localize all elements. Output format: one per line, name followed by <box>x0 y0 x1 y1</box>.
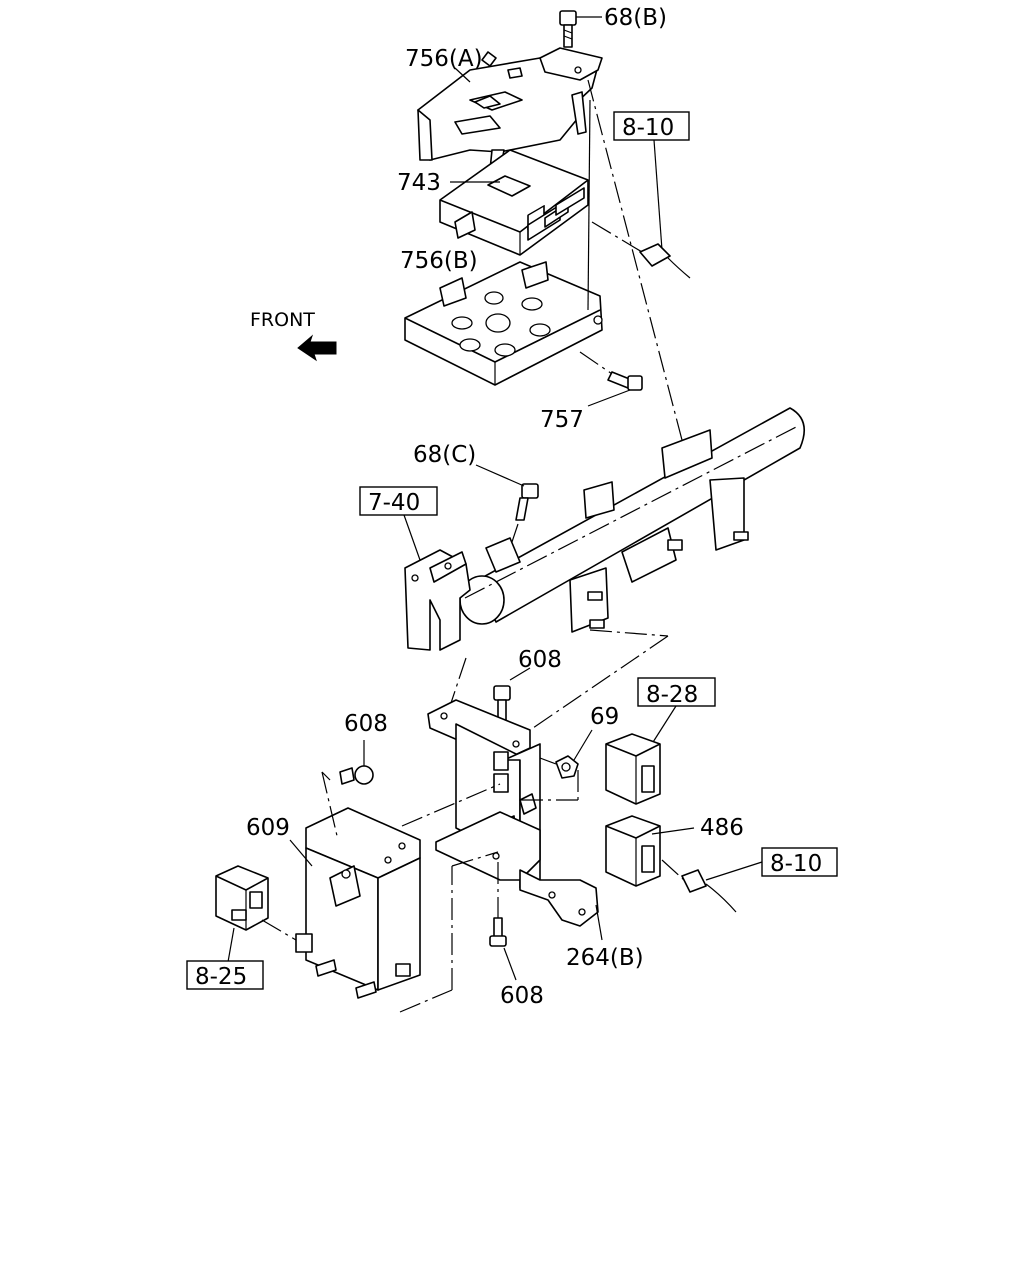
bracket-609 <box>289 771 501 1013</box>
callout-756a: 756(A) <box>405 46 483 72</box>
ref-8-10-right <box>661 847 838 913</box>
ref-8-10-top <box>591 111 691 279</box>
callout-757: 757 <box>540 407 584 433</box>
bolt-608-upper <box>493 667 531 723</box>
front-arrow <box>297 334 337 362</box>
callout-7-40: 7-40 <box>368 490 420 516</box>
alignment-line <box>587 79 683 441</box>
bolt-68c <box>475 464 539 573</box>
bolt-608-lower <box>489 862 517 981</box>
bracket-7-40 <box>359 486 471 713</box>
callout-743: 743 <box>397 170 441 196</box>
callout-609: 609 <box>246 815 290 841</box>
callout-608-upper: 608 <box>518 647 562 673</box>
nut-69 <box>520 729 593 801</box>
relay-8-25 <box>186 865 297 990</box>
callout-8-28: 8-28 <box>646 682 698 708</box>
callout-8-25: 8-25 <box>195 964 247 990</box>
bolt-68b <box>559 10 602 48</box>
control-unit-743 <box>439 149 589 256</box>
bracket-756a <box>417 47 603 173</box>
callout-608-lower: 608 <box>500 983 544 1009</box>
relay-8-28 <box>605 677 716 805</box>
bracket-756b <box>404 99 603 386</box>
callout-69: 69 <box>590 704 619 730</box>
callout-68b: 68(B) <box>604 5 667 31</box>
bolt-757 <box>579 351 643 407</box>
callout-8-10-top: 8-10 <box>622 115 674 141</box>
callout-68c: 68(C) <box>413 442 476 468</box>
bolt-608-left <box>321 740 374 785</box>
callout-486: 486 <box>700 815 744 841</box>
module-486 <box>605 815 695 887</box>
callout-264b: 264(B) <box>566 945 644 971</box>
bracket-264b <box>435 811 603 941</box>
callout-756b: 756(B) <box>400 248 478 274</box>
front-label: FRONT <box>250 309 315 331</box>
callout-608-left: 608 <box>344 711 388 737</box>
callout-8-10-right: 8-10 <box>770 851 822 877</box>
cross-beam <box>459 407 806 633</box>
